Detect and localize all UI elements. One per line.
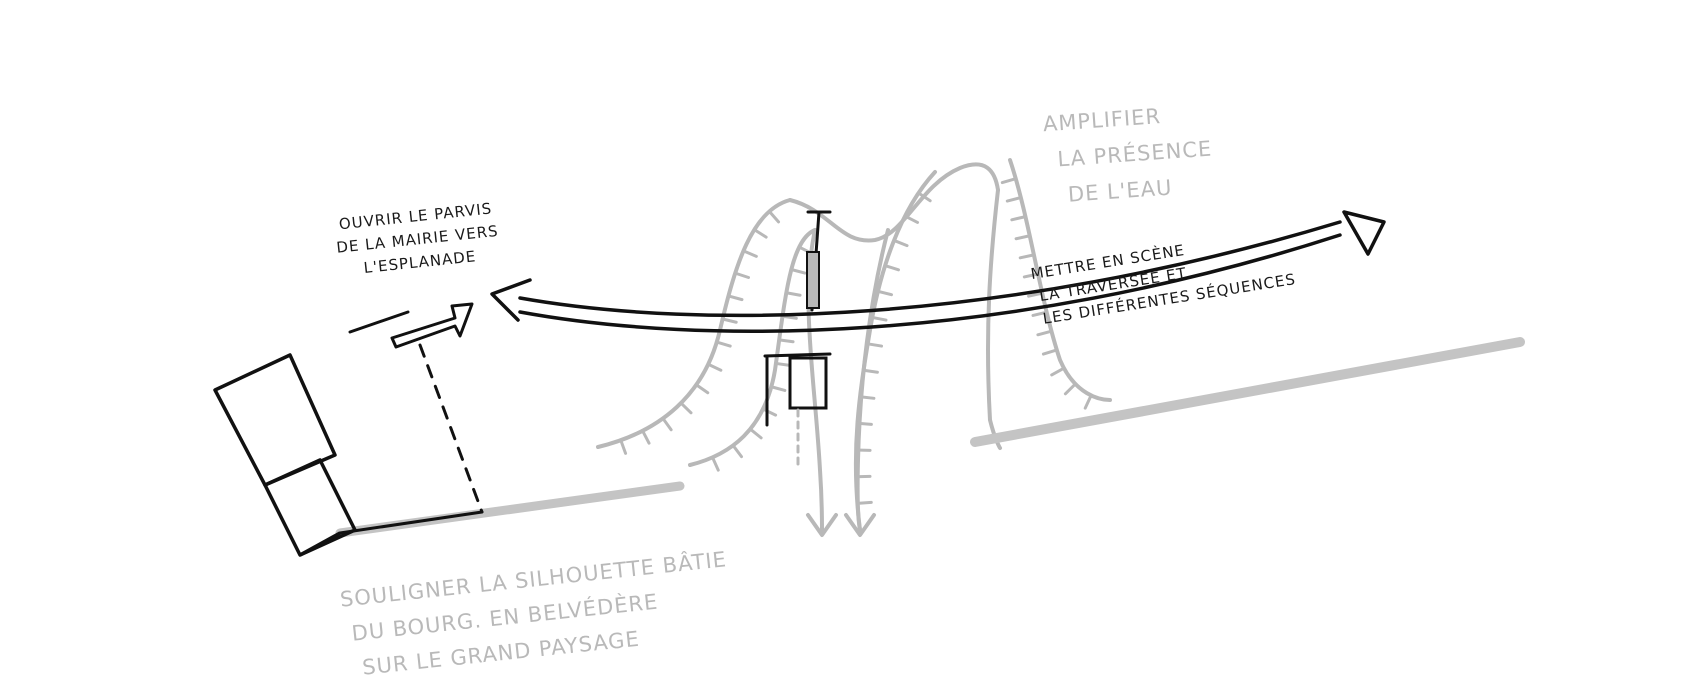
slope-tick [711, 455, 720, 472]
arrow-head-left [490, 278, 532, 322]
slope-tick [1050, 366, 1066, 377]
slope-tick [767, 209, 781, 224]
slope-tick [774, 361, 792, 367]
slope-tick [862, 368, 879, 374]
arrow-head-right [1342, 210, 1386, 256]
town-buildings [213, 353, 357, 557]
slope-tick [731, 443, 743, 459]
slope-tick [715, 340, 732, 348]
label-amplifier-line3: de l'eau [1067, 175, 1173, 206]
slope-tick [855, 500, 873, 505]
bridge-elements [763, 210, 832, 472]
parvis-dashed-line [418, 343, 484, 514]
ground-lines [335, 337, 1525, 538]
slope-tick [1027, 291, 1044, 298]
slope-tick [903, 214, 920, 224]
slope-tick [1083, 393, 1093, 410]
slope-tick [1031, 310, 1049, 317]
arrow-shaft-upper [518, 220, 1342, 318]
slope-tick [876, 289, 894, 297]
slope-tick [761, 407, 778, 417]
ground-right [970, 337, 1525, 447]
label-amplifier-line1: Amplifier [1042, 104, 1162, 136]
slope-tick [1010, 215, 1027, 222]
slope-tick [1014, 234, 1032, 241]
slope-tick [752, 228, 768, 239]
slope-tick [1022, 272, 1040, 279]
valley-slopes [596, 158, 1112, 537]
slope-tick [870, 315, 888, 322]
slope-tick [733, 271, 751, 280]
slope-tick [769, 385, 787, 392]
building-upper [213, 353, 337, 487]
slope-tick [748, 427, 763, 440]
slope-tick [855, 421, 873, 426]
label-ouvrir: Ouvrir le parvis de la mairie vers l'esp… [336, 199, 500, 277]
slope-tick [858, 395, 876, 400]
slope-tick [726, 294, 744, 302]
slope-tick [892, 238, 909, 248]
slope-tick [706, 362, 723, 372]
slope-tick [866, 342, 884, 348]
parvis-bracket [348, 310, 410, 334]
slope-tick [1036, 329, 1053, 337]
slope-tick [917, 191, 932, 203]
slope-tick [777, 338, 795, 344]
bridge-box [788, 356, 828, 410]
label-amplifier-line2: la présence [1057, 136, 1213, 172]
bridge-pier [806, 251, 820, 309]
slope-tick [694, 383, 710, 395]
parvis-ground [338, 510, 484, 535]
slope-tick [661, 416, 673, 432]
slope-tick [679, 401, 693, 415]
slope-tick [789, 268, 807, 275]
bridge-deck [763, 352, 832, 358]
slope-tick [619, 438, 628, 455]
parvis-arrow [390, 302, 474, 349]
slope-tick [721, 317, 738, 324]
right-slope-2 [986, 188, 1002, 450]
arrow-shaft-lower [518, 233, 1342, 333]
slope-tick [1000, 177, 1018, 185]
building-base [299, 531, 341, 557]
label-mettre: Mettre en scène la traversée et les diff… [1029, 240, 1297, 328]
slope-tick [1063, 382, 1077, 396]
stream-arrow-left [806, 513, 838, 537]
label-souligner: Souligner la silhouette bâtie du bourg. … [339, 546, 728, 680]
label-amplifier: Amplifier la présence de l'eau [1042, 104, 1213, 207]
ridge-line [788, 162, 1000, 243]
building-lower [263, 458, 357, 557]
slope-tick [741, 249, 758, 258]
traversee-arrow [490, 210, 1386, 333]
slope-ticks [619, 177, 1093, 505]
slope-tick [1041, 348, 1059, 356]
slope-tick [781, 314, 798, 320]
stream-arrow-right [844, 513, 876, 537]
left-slope-inner [688, 228, 817, 467]
slope-tick [641, 429, 651, 445]
slope-tick [784, 291, 802, 297]
esplanade-markers [338, 302, 484, 535]
slope-tick [1018, 253, 1036, 260]
slope-tick [1005, 196, 1023, 203]
slope-tick [883, 264, 900, 272]
